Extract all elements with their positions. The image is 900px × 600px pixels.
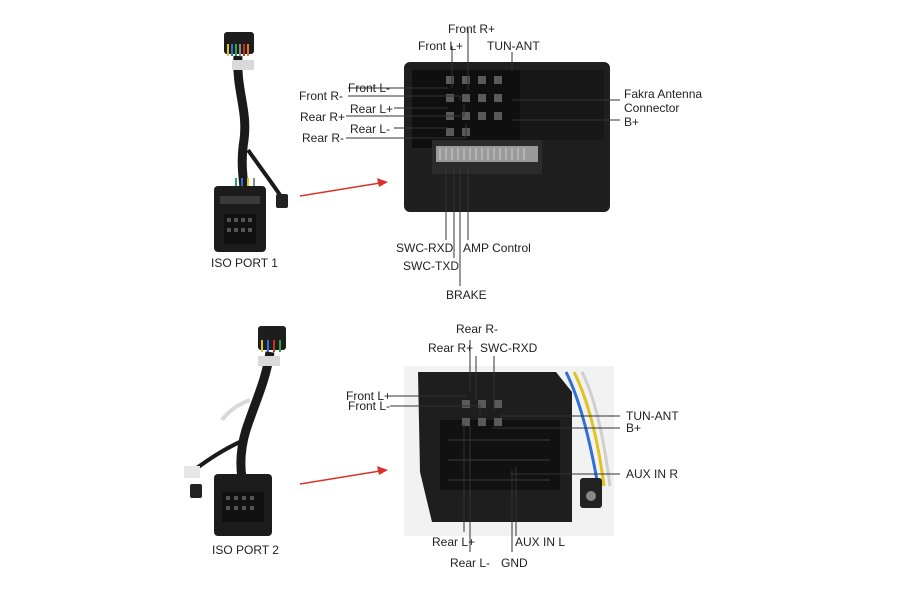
label-fakra-antenna: Fakra Antenna	[624, 87, 703, 101]
label-fakra-connector: Connector	[624, 101, 680, 115]
connector-1-leader-lines	[346, 28, 620, 286]
connector-2-closeup	[404, 366, 614, 536]
label-amp-control: AMP Control	[463, 241, 531, 255]
label-b-plus: B+	[626, 421, 642, 435]
label-swc-rxd: SWC-RXD	[396, 241, 454, 255]
label-rear-l-plus: Rear L+	[350, 102, 394, 116]
label-tun-ant: TUN-ANT	[626, 409, 679, 423]
label-rear-r-plus: Rear R+	[428, 341, 474, 355]
label-aux-in-r: AUX IN R	[626, 467, 679, 481]
label-front-l-minus: Front L-	[348, 81, 391, 95]
connector-2-leader-lines	[390, 340, 620, 552]
label-front-l-minus: Front L-	[348, 399, 391, 413]
label-gnd: GND	[501, 556, 528, 570]
caption-iso-port-1: ISO PORT 1	[211, 256, 278, 270]
label-brake: BRAKE	[446, 288, 487, 302]
label-rear-l-minus: Rear L-	[450, 556, 491, 570]
label-front-l-plus: Front L+	[418, 39, 464, 53]
label-front-r-minus: Front R-	[299, 89, 344, 103]
label-front-l-plus: Front L+	[346, 389, 392, 403]
harness-2-illustration	[184, 326, 286, 536]
label-front-r-plus: Front R+	[448, 22, 496, 36]
label-swc-rxd: SWC-RXD	[480, 341, 538, 355]
arrow-1	[299, 178, 388, 197]
connector-1-closeup	[404, 62, 610, 212]
label-b-plus: B+	[624, 115, 640, 129]
label-tun-ant: TUN-ANT	[487, 39, 540, 53]
label-swc-txd: SWC-TXD	[403, 259, 459, 273]
arrow-2	[299, 466, 388, 485]
caption-iso-port-2: ISO PORT 2	[212, 543, 279, 557]
label-rear-r-minus: Rear R-	[456, 322, 499, 336]
label-rear-r-minus: Rear R-	[302, 131, 345, 145]
label-rear-r-plus: Rear R+	[300, 110, 346, 124]
label-aux-in-l: AUX IN L	[515, 535, 566, 549]
label-rear-l-minus: Rear L-	[350, 122, 391, 136]
harness-1-illustration	[214, 32, 288, 252]
label-rear-l-plus: Rear L+	[432, 535, 476, 549]
